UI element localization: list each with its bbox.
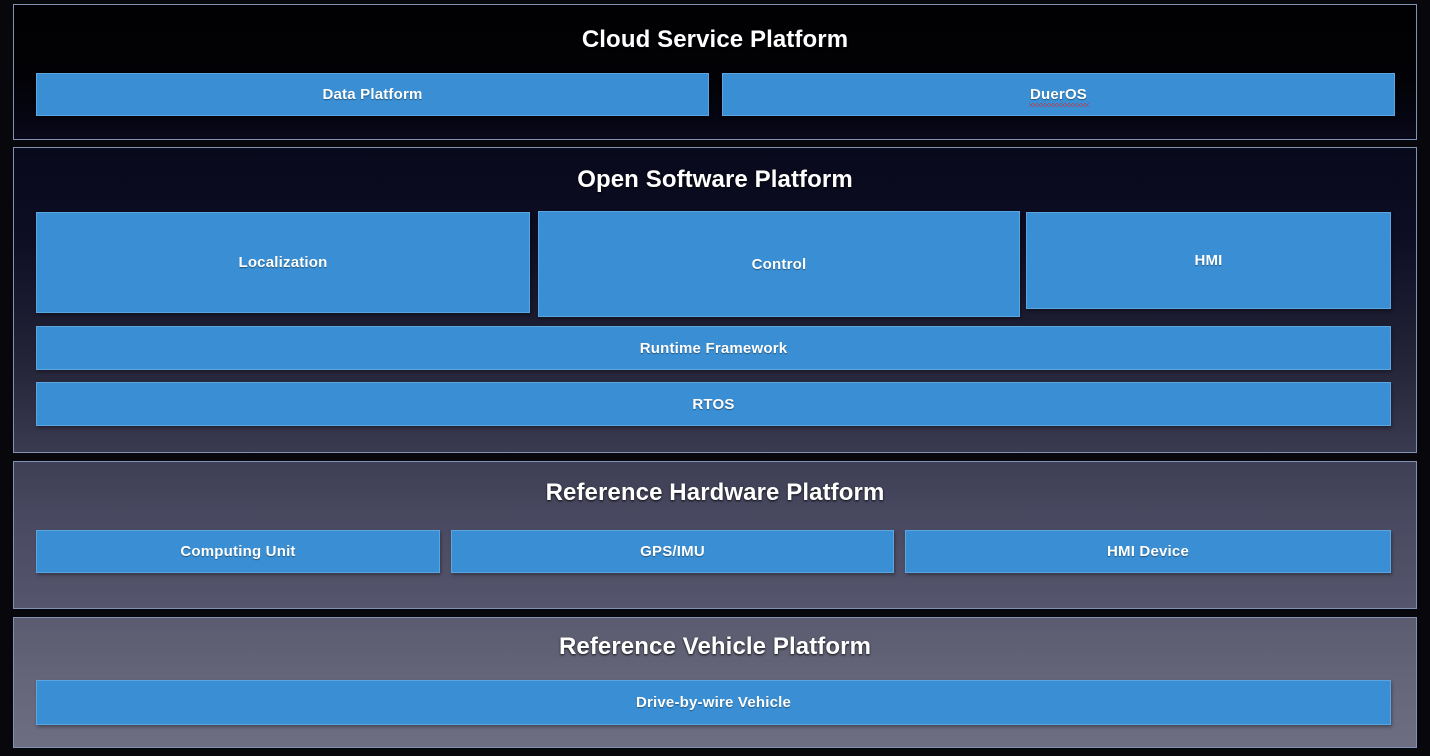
box-label-data-platform: Data Platform: [322, 86, 423, 103]
box-label-runtime-framework: Runtime Framework: [639, 339, 788, 357]
layer-title-reference-hardware-platform: Reference Hardware Platform: [545, 479, 885, 506]
layer-open-software-platform: Open Software Platform Localization Cont…: [13, 147, 1417, 453]
layer-title-cloud-service-platform: Cloud Service Platform: [581, 26, 849, 53]
box-rtos[interactable]: RTOS: [36, 382, 1391, 426]
box-label-computing-unit: Computing Unit: [180, 543, 296, 560]
box-dueros[interactable]: DuerOS: [722, 73, 1395, 116]
box-label-gps-imu: GPS/IMU: [640, 543, 705, 560]
box-control[interactable]: Control: [538, 211, 1020, 317]
box-drive-by-wire-vehicle[interactable]: Drive-by-wire Vehicle: [36, 680, 1391, 725]
box-localization[interactable]: Localization: [36, 212, 530, 313]
box-gps-imu[interactable]: GPS/IMU: [451, 530, 894, 573]
box-runtime-framework[interactable]: Runtime Framework: [36, 326, 1391, 370]
box-data-platform[interactable]: Data Platform: [36, 73, 709, 116]
box-hmi[interactable]: HMI: [1026, 212, 1391, 309]
box-label-dueros: DuerOS: [1028, 86, 1090, 107]
box-label-hmi-device: HMI Device: [1106, 543, 1190, 560]
box-label-rtos: RTOS: [692, 395, 735, 413]
layer-title-reference-vehicle-platform: Reference Vehicle Platform: [558, 633, 872, 660]
layer-cloud-service-platform: Cloud Service Platform Data Platform Due…: [13, 4, 1417, 140]
box-computing-unit[interactable]: Computing Unit: [36, 530, 440, 573]
box-hmi-device[interactable]: HMI Device: [905, 530, 1391, 573]
layer-title-open-software-platform: Open Software Platform: [577, 166, 853, 193]
layer-reference-vehicle-platform: Reference Vehicle Platform Drive-by-wire…: [13, 617, 1417, 748]
box-label-control: Control: [751, 255, 807, 273]
box-label-drive-by-wire-vehicle: Drive-by-wire Vehicle: [635, 694, 792, 711]
layer-reference-hardware-platform: Reference Hardware Platform Computing Un…: [13, 461, 1417, 609]
box-label-localization: Localization: [238, 254, 328, 271]
box-label-hmi: HMI: [1194, 252, 1223, 269]
